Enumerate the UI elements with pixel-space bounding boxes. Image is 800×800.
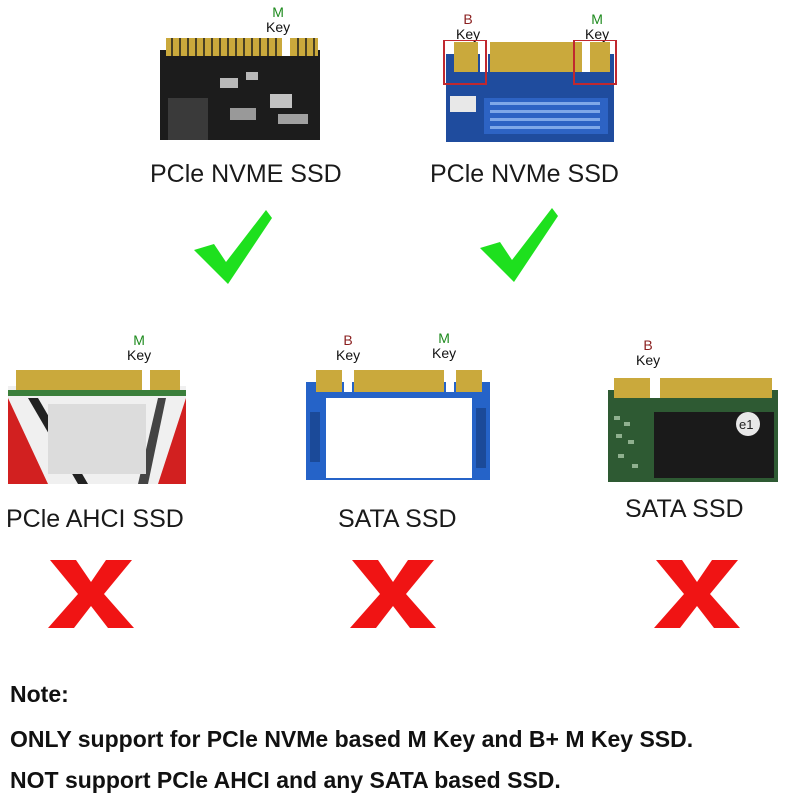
key-letter: M: [133, 332, 145, 348]
product-label: PCle NVMe SSD: [430, 160, 619, 188]
key-letter: M: [272, 4, 284, 20]
note-heading: Note:: [10, 681, 69, 707]
product-label: SATA SSD: [338, 505, 457, 533]
check-icon: [480, 208, 558, 282]
key-letter: B: [463, 11, 473, 27]
key-word: Key: [432, 345, 457, 361]
cross-icon: [654, 560, 740, 628]
product-label: PCle AHCI SSD: [6, 505, 184, 533]
key-letter: B: [643, 337, 653, 353]
note-line-1: ONLY support for PCle NVMe based M Key a…: [10, 726, 694, 752]
ssd-image-sata-bm: [306, 370, 490, 480]
key-label-b: B Key: [336, 333, 360, 363]
check-icon: [194, 210, 272, 284]
key-label-m: M Key: [127, 333, 151, 363]
cross-icon: [350, 560, 436, 628]
key-word: Key: [636, 352, 661, 368]
ssd-image-ahci: [8, 370, 186, 484]
key-label-b: B Key: [456, 12, 480, 42]
ssd-image-nvme-m: [160, 38, 320, 140]
key-letter: M: [438, 330, 450, 346]
product-label: PCle NVME SSD: [150, 160, 342, 188]
ssd-image-nvme-bm: [443, 40, 617, 142]
ssd-image-sata-b: e1: [608, 378, 778, 482]
key-word: Key: [585, 26, 610, 42]
key-label-m: M Key: [266, 5, 290, 35]
key-label-m: M Key: [585, 12, 609, 42]
key-letter: M: [591, 11, 603, 27]
key-word: Key: [456, 26, 481, 42]
key-label-m: M Key: [432, 331, 456, 361]
key-word: Key: [127, 347, 152, 363]
key-word: Key: [336, 347, 361, 363]
svg-text:e1: e1: [739, 417, 753, 432]
cross-icon: [48, 560, 134, 628]
key-letter: B: [343, 332, 353, 348]
note-line-2: NOT support PCle AHCI and any SATA based…: [10, 767, 561, 793]
key-label-b: B Key: [636, 338, 660, 368]
key-word: Key: [266, 19, 291, 35]
product-label: SATA SSD: [625, 495, 744, 523]
